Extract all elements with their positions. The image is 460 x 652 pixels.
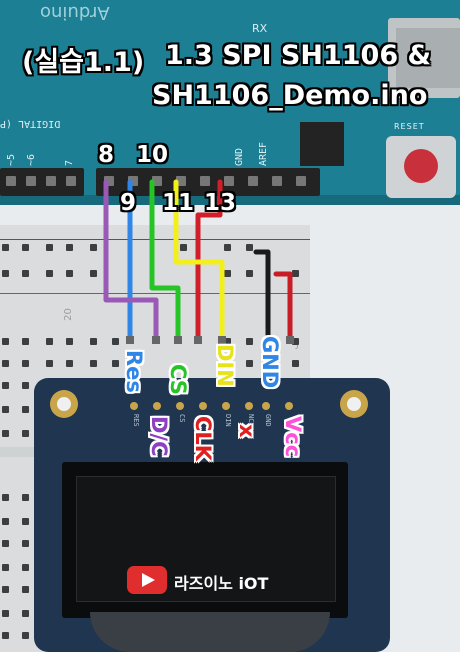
reset-button[interactable] [386,136,456,198]
pin-number-11: 11 [162,190,195,216]
usb-connector [388,18,460,98]
reset-label: RESET [394,122,425,131]
wire-clk [195,179,223,343]
board-edge [0,195,460,205]
oled-pin-gnd [262,402,270,410]
pin-number-13: 13 [204,190,237,216]
icsp-header [300,122,344,166]
label-vcc: Vcc [281,416,305,458]
label-res: Res [122,350,146,393]
oled-pin-vcc [285,402,293,410]
wire-cs [149,179,181,343]
label-clk: CLK [191,416,215,462]
label-dc: D/C [147,416,171,457]
digital-header-right [96,168,320,196]
wire-din [173,179,225,343]
label-din: DIN [213,344,237,387]
wire-dc [103,179,159,343]
mount-hole-right [340,390,368,418]
digital-header-left [0,168,84,196]
oled-pin-cs [176,402,184,410]
oled-display-panel [62,462,348,618]
wire-gnd [253,249,271,343]
oled-pin-nc [245,402,253,410]
title-line2: SH1106_Demo.ino [152,80,428,111]
label-cs: CS [166,364,190,395]
wire-vcc [273,271,293,343]
oled-pin-clk [199,402,207,410]
rx-label: RX [252,22,268,35]
pin-number-9: 9 [120,190,137,216]
channel-name: 라즈이노 iOT [174,574,269,593]
pin-number-8: 8 [98,142,115,168]
label-gnd: GND [258,336,282,389]
title-line1: 1.3 SPI SH1106 & [165,40,432,71]
oled-pin-din [222,402,230,410]
oled-pin-dc [153,402,161,410]
oled-flex-cable [90,612,330,652]
arduino-board: Arduino RX DIGITAL (P ~5 ~6 7 GND AREF [0,0,460,205]
pin-number-10: 10 [136,142,169,168]
title-tag: (실습1.1) [22,47,145,78]
oled-pin-res [130,402,138,410]
label-nc: x [235,424,259,438]
mount-hole-left [50,390,78,418]
youtube-play-icon [127,566,167,594]
